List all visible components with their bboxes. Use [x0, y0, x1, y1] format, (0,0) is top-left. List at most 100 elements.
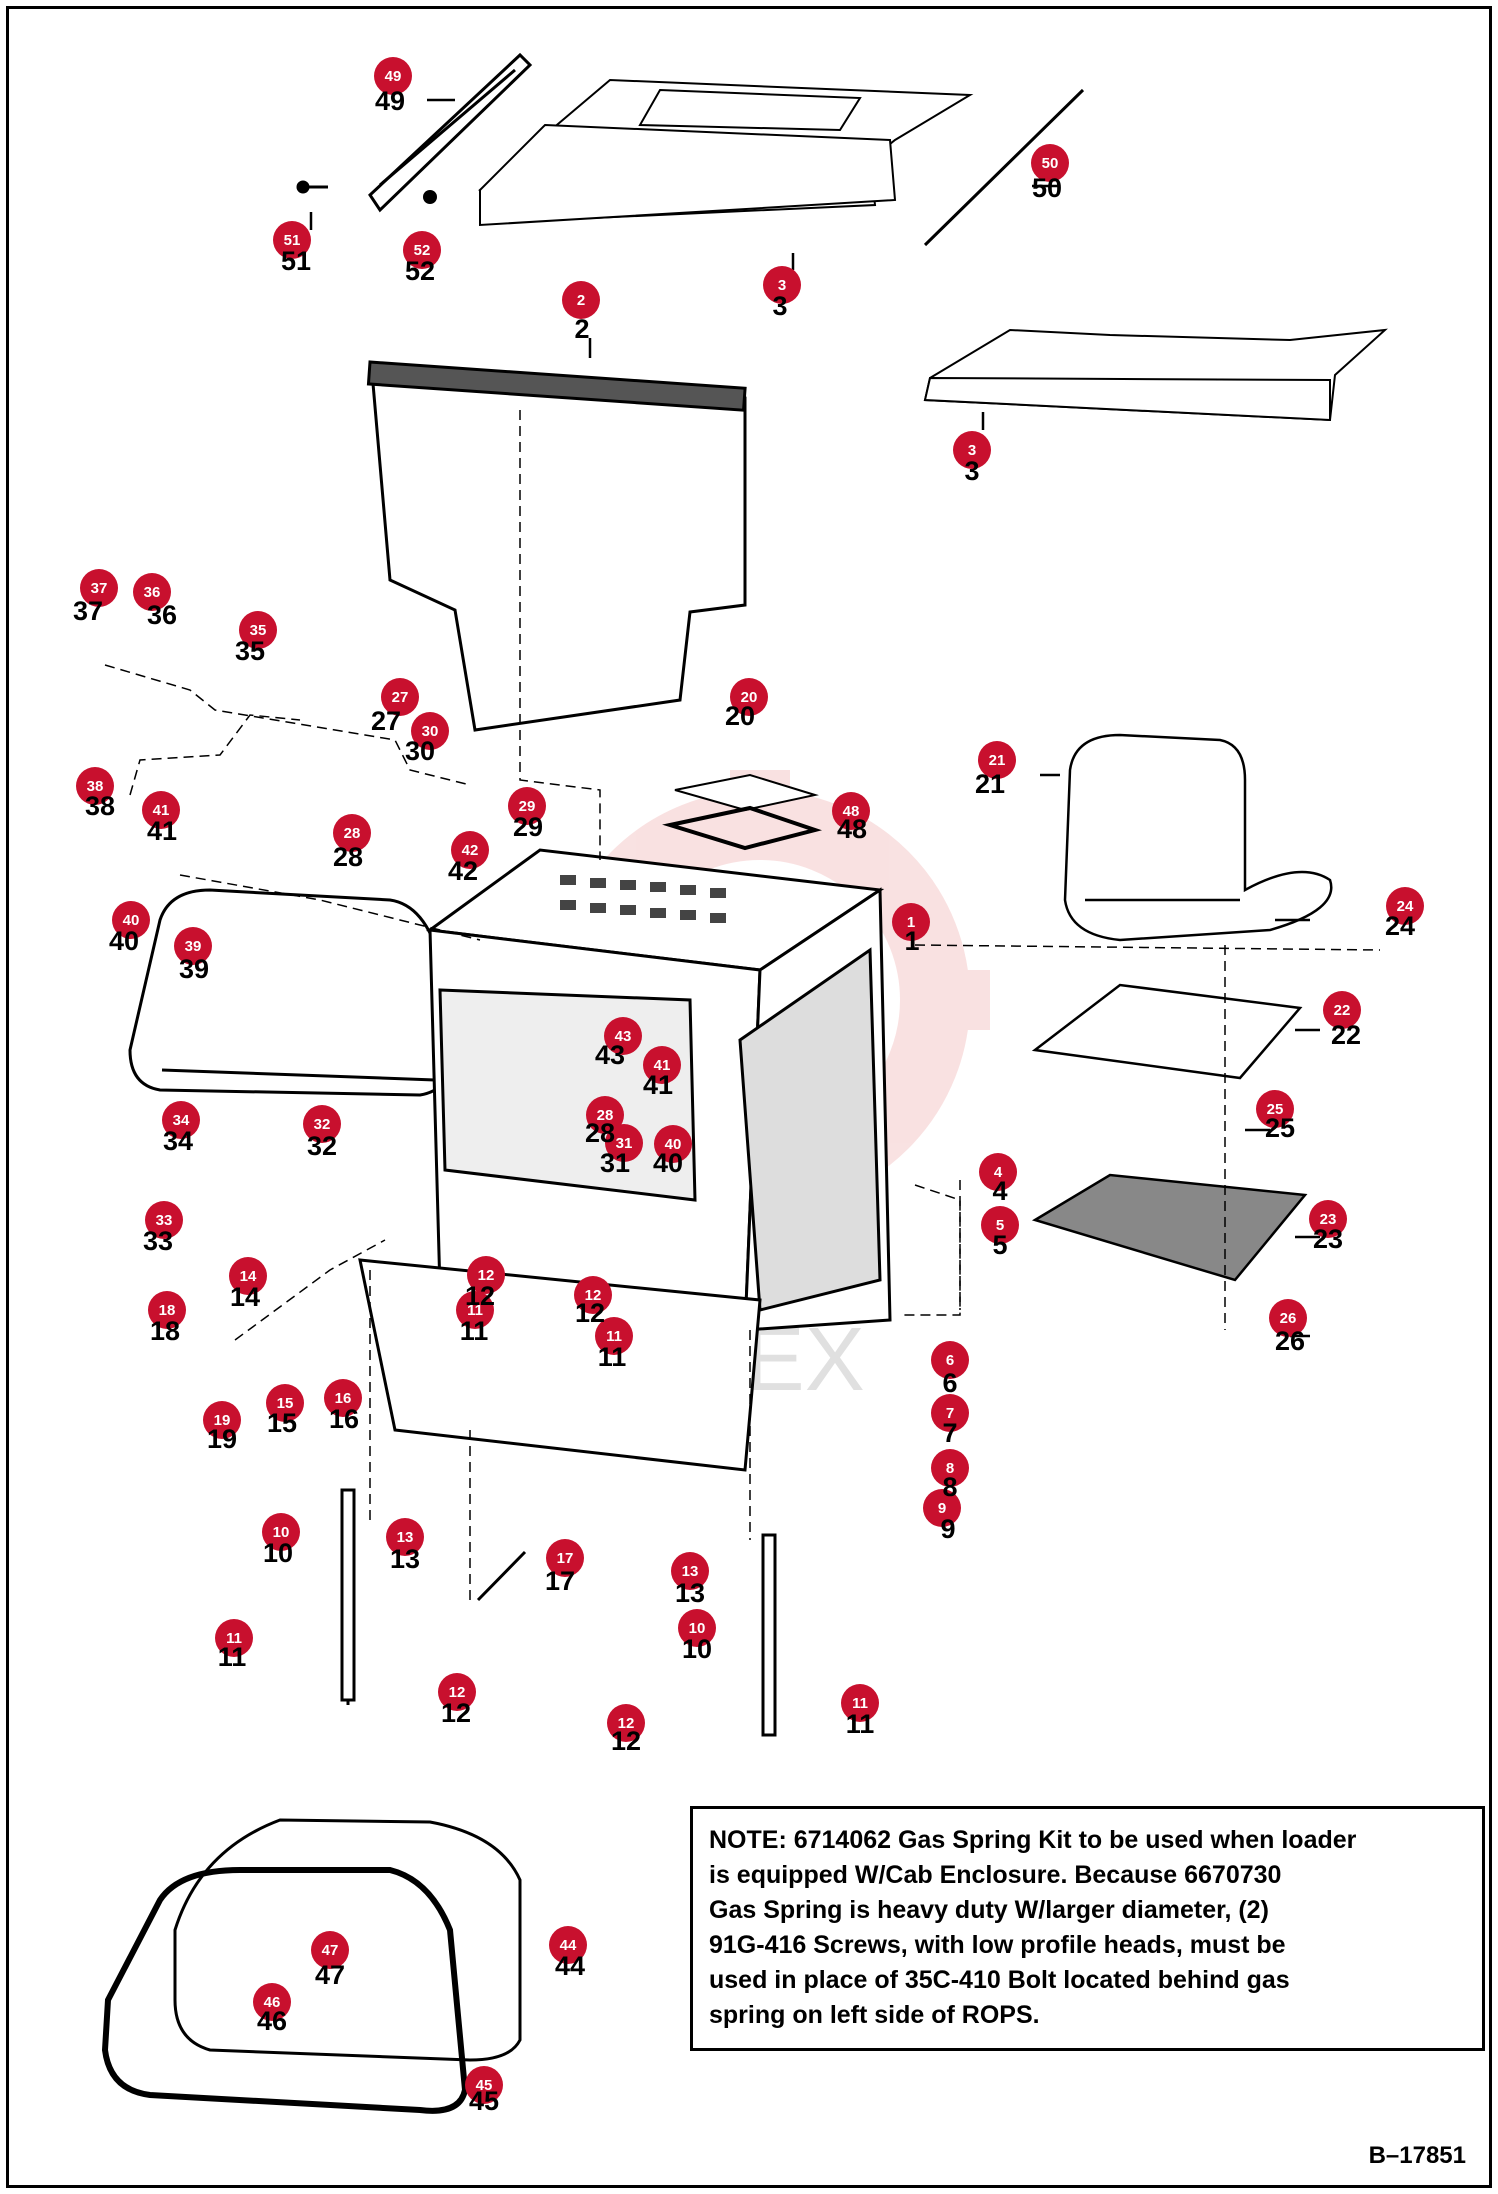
part-number-label-13: 13 [675, 1578, 705, 1608]
callout-badge-label-21: 21 [989, 752, 1006, 769]
callout-badge-51 [273, 221, 311, 259]
callout-badge-8 [931, 1449, 969, 1487]
callout-badge-label-7: 7 [946, 1405, 954, 1422]
cab-roof-vents [560, 875, 726, 923]
callout-badge-24 [1386, 887, 1424, 925]
callout-badge-47 [311, 1931, 349, 1969]
part-number-label-3: 3 [964, 456, 979, 486]
part-number-label-46: 46 [257, 2006, 287, 2036]
callout-badge-label-33: 33 [156, 1212, 173, 1229]
part-number-label-31: 31 [600, 1148, 630, 1178]
callout-badge-10 [678, 1609, 716, 1647]
callout-badge-22 [1323, 991, 1361, 1029]
callout-badge-label-14: 14 [240, 1268, 257, 1285]
callout-badge-label-40: 40 [123, 912, 140, 929]
part-number-label-15: 15 [267, 1408, 297, 1438]
callout-badge-5 [981, 1206, 1019, 1244]
callout-badge-label-36: 36 [144, 584, 161, 601]
callout-badge-label-12: 12 [585, 1287, 602, 1304]
part-number-label-43: 43 [595, 1040, 625, 1070]
part-number-label-41: 41 [147, 816, 177, 846]
callout-badge-label-11: 11 [606, 1328, 622, 1345]
callout-badge-label-11: 11 [226, 1630, 242, 1647]
part-number-label-3: 3 [772, 291, 787, 321]
spring-17 [476, 1550, 527, 1602]
part-number-label-39: 39 [179, 954, 209, 984]
callout-badge-23 [1309, 1200, 1347, 1238]
part-number-label-28: 28 [585, 1118, 615, 1148]
part-number-label-10: 10 [682, 1634, 712, 1664]
part-number-label-33: 33 [143, 1226, 173, 1256]
callout-badge-label-28: 28 [597, 1107, 614, 1124]
callout-badge-label-5: 5 [996, 1217, 1004, 1234]
callout-badge-11 [841, 1684, 879, 1722]
seat-plate-22 [1031, 983, 1303, 1080]
callout-badge-label-12: 12 [478, 1267, 495, 1284]
callout-badge-label-10: 10 [273, 1524, 290, 1541]
callout-badge-11 [215, 1619, 253, 1657]
callout-badge-label-50: 50 [1042, 155, 1059, 172]
callout-badge-41 [142, 791, 180, 829]
callout-badge-label-37: 37 [91, 580, 108, 597]
part-number-label-11: 11 [218, 1642, 247, 1672]
callout-badge-label-42: 42 [462, 842, 479, 859]
callout-badge-33 [145, 1201, 183, 1239]
callout-badge-label-34: 34 [173, 1112, 190, 1129]
part-number-label-38: 38 [85, 791, 115, 821]
nut-52 [423, 190, 437, 204]
part-number-label-52: 52 [405, 256, 435, 286]
callout-badge-13 [671, 1552, 709, 1590]
part-number-label-28: 28 [333, 842, 363, 872]
callout-badge-40 [112, 901, 150, 939]
callout-badge-label-12: 12 [449, 1684, 466, 1701]
side-rail-right [923, 88, 1085, 247]
callout-badge-label-12: 12 [618, 1715, 635, 1732]
callout-badge-11 [595, 1317, 633, 1355]
callout-badge-label-11: 11 [467, 1302, 483, 1319]
callout-badge-17 [546, 1539, 584, 1577]
callout-badge-label-1: 1 [907, 914, 915, 931]
callout-badge-label-52: 52 [414, 242, 431, 259]
part-number-label-23: 23 [1313, 1224, 1343, 1254]
callout-badge-label-11: 11 [852, 1695, 868, 1712]
part-number-label-11: 11 [460, 1316, 489, 1346]
callout-badge-label-3: 3 [968, 442, 976, 459]
callout-badge-label-18: 18 [159, 1302, 176, 1319]
part-number-label-8: 8 [942, 1472, 957, 1502]
callout-badge-11 [456, 1291, 494, 1329]
callout-badge-label-31: 31 [616, 1135, 633, 1152]
callout-badge-16 [324, 1379, 362, 1417]
part-number-label-26: 26 [1275, 1326, 1305, 1356]
rear-floor-panel [923, 328, 1388, 422]
callout-badge-4 [979, 1153, 1017, 1191]
number-leaders [309, 98, 1320, 1338]
window-seal [101, 1867, 469, 2114]
part-number-label-25: 25 [1265, 1113, 1295, 1143]
callout-badge-35 [239, 611, 277, 649]
callout-badge-label-16: 16 [335, 1390, 352, 1407]
callout-badge-40 [654, 1125, 692, 1163]
callout-badge-label-38: 38 [87, 778, 104, 795]
part-number-label-6: 6 [942, 1368, 957, 1398]
part-number-label-50: 50 [1032, 173, 1062, 203]
part-number-label-36: 36 [147, 600, 177, 630]
gas-spring-right [761, 1533, 777, 1737]
note-line: spring on left side of ROPS. [709, 2001, 1040, 2029]
part-number-label-10: 10 [263, 1538, 293, 1568]
callout-badge-12 [607, 1704, 645, 1742]
callout-badge-label-51: 51 [284, 232, 301, 249]
callout-badge-label-49: 49 [385, 68, 402, 85]
callout-badge-label-6: 6 [946, 1352, 954, 1369]
callout-badge-label-13: 13 [682, 1563, 699, 1580]
callout-badge-label-35: 35 [250, 622, 267, 639]
callout-badge-12 [574, 1276, 612, 1314]
callout-badge-34 [162, 1101, 200, 1139]
part-number-label-27: 27 [371, 706, 401, 736]
callout-badge-10 [262, 1513, 300, 1551]
part-number-label-47: 47 [315, 1960, 345, 1990]
part-number-label-49: 49 [375, 86, 405, 116]
part-number-label-51: 51 [281, 246, 311, 276]
note-line: Gas Spring is heavy duty W/larger diamet… [709, 1896, 1269, 1924]
callout-badge-label-39: 39 [185, 938, 202, 955]
